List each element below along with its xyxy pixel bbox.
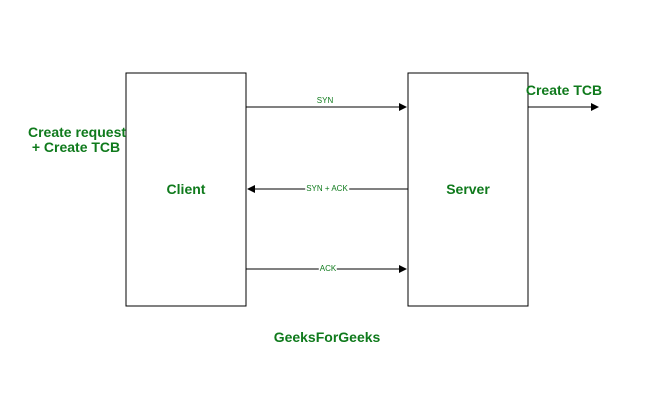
watermark: GeeksForGeeks <box>273 329 381 345</box>
syn-ack-label: SYN + ACK <box>305 184 349 194</box>
server-box <box>407 72 529 307</box>
client-note-line-2: + Create TCB <box>31 139 121 155</box>
server-label: Server <box>446 181 490 197</box>
ack-label: ACK <box>318 264 338 274</box>
client-label: Client <box>166 181 206 197</box>
client-note-line-1: Create request <box>27 124 127 140</box>
syn-label: SYN <box>315 96 335 106</box>
client-box <box>125 72 247 307</box>
server-note: Create TCB <box>525 82 603 98</box>
